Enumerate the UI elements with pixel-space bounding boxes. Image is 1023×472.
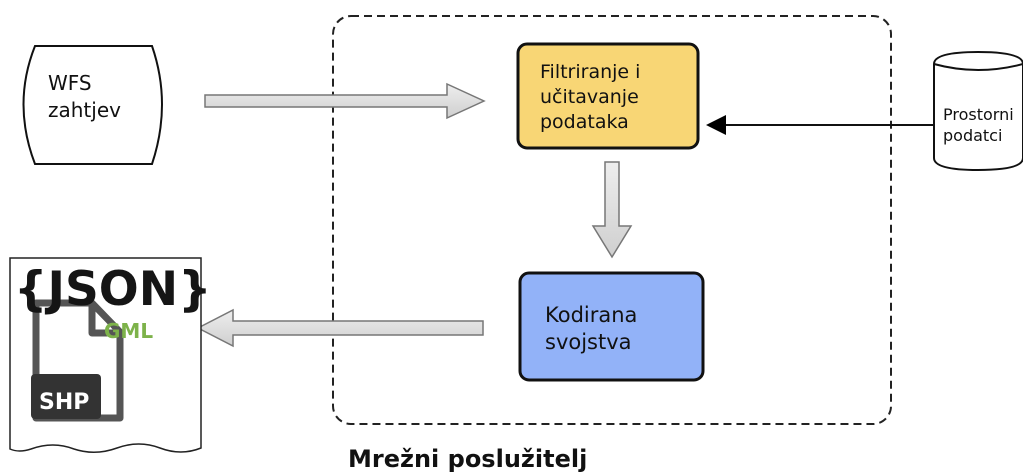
encoded-line-2: svojstva — [545, 330, 632, 354]
server-label: Mrežni poslužitelj — [348, 445, 587, 472]
server-boundary — [332, 15, 892, 425]
spatial-data-database: Prostorni podatci — [933, 50, 1023, 172]
gml-format-label: GML — [104, 319, 153, 343]
response-flow-arrow — [196, 308, 484, 348]
shp-format-label: SHP — [39, 390, 89, 415]
filtering-line-1: Filtriranje i — [540, 61, 640, 83]
wfs-request-line-2: zahtjev — [48, 98, 121, 122]
json-format-label: {JSON} — [14, 262, 212, 317]
wfs-request-node: WFS zahtjev — [22, 45, 163, 165]
document-format-icon: {JSON} GML SHP — [9, 257, 212, 453]
encoded-line-1: Kodirana — [545, 303, 637, 327]
wfs-request-line-1: WFS — [48, 71, 92, 95]
filtering-line-3: podataka — [540, 111, 629, 133]
filtering-loading-node: Filtriranje i učitavanje podataka — [516, 42, 700, 150]
spatial-data-line-2: podatci — [943, 126, 1002, 145]
filtering-line-2: učitavanje — [540, 86, 639, 108]
spatial-data-line-1: Prostorni — [943, 105, 1014, 124]
request-flow-arrow — [204, 82, 486, 120]
processing-flow-arrow — [591, 161, 633, 259]
encoded-properties-node: Kodirana svojstva — [518, 271, 705, 382]
